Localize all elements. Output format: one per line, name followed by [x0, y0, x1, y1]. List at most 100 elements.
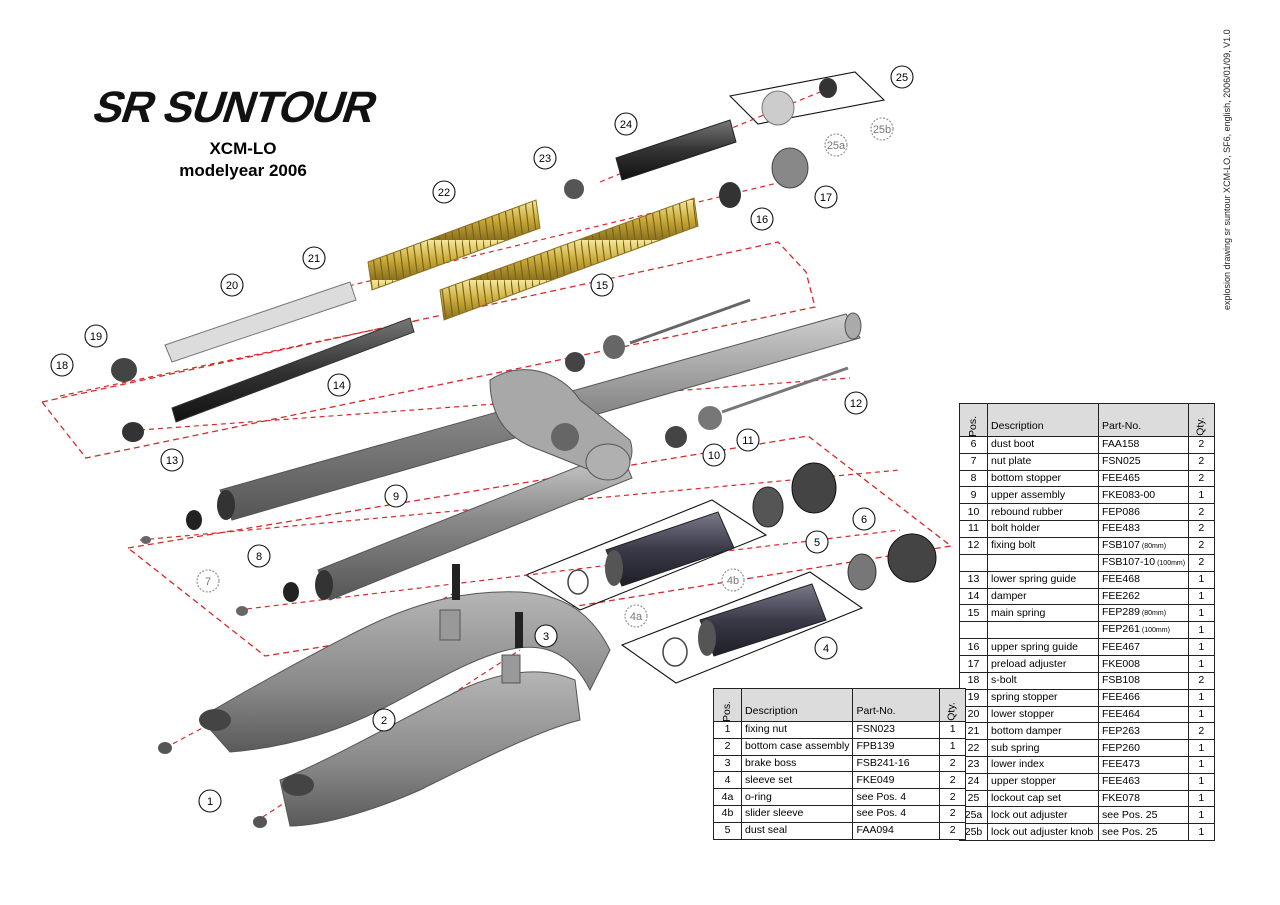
row-description: rebound rubber: [987, 503, 1100, 521]
callout-25b: 25b: [870, 117, 894, 141]
row-pos: 14: [958, 587, 989, 606]
row-qty: 1: [1188, 621, 1215, 640]
sleeves-and-seals: [567, 462, 937, 667]
row-pos: 7: [958, 452, 989, 471]
explode-boxes: [40, 241, 953, 657]
svg-text:12: 12: [850, 398, 862, 410]
svg-text:2: 2: [381, 715, 387, 727]
row-description: bolt holder: [987, 519, 1100, 538]
row-qty: 2: [1188, 519, 1215, 538]
row-description: [987, 621, 1100, 640]
group-box-4-upper: [524, 499, 768, 611]
row-description: dust seal: [741, 821, 854, 840]
callout-12: 12: [844, 391, 868, 415]
row-description: dust boot: [987, 436, 1100, 454]
callout-25a: 25a: [824, 133, 848, 157]
row-pos: 4a: [712, 788, 743, 806]
row-pos: 4b: [712, 804, 743, 823]
table-row: FSB107-10 (100mm)2: [958, 553, 1215, 572]
row-qty: 1: [1188, 655, 1215, 673]
row-description: sleeve set: [741, 771, 854, 790]
row-qty: 2: [939, 771, 966, 790]
row-qty: 1: [1188, 587, 1215, 606]
row-part-no: FEE483: [1098, 519, 1190, 538]
row-description: damper: [987, 587, 1100, 606]
header-description: Description: [987, 403, 1100, 437]
row-part-no: FEP289 (80mm): [1098, 604, 1190, 623]
svg-text:14: 14: [333, 380, 345, 392]
callout-25: 25: [890, 65, 914, 89]
callout-15: 15: [590, 273, 614, 297]
svg-text:8: 8: [256, 551, 262, 563]
callout-16: 16: [750, 207, 774, 231]
callout-2: 2: [372, 708, 396, 732]
svg-text:25b: 25b: [873, 124, 891, 136]
row-pos: 18: [958, 671, 989, 690]
row-qty: 2: [1188, 553, 1215, 572]
row-part-no: FEE262: [1098, 587, 1190, 606]
row-description: lock out adjuster knob: [987, 823, 1100, 841]
row-qty: 2: [1188, 469, 1215, 488]
callout-24: 24: [614, 112, 638, 136]
row-part-no: FSB107 (80mm): [1098, 536, 1190, 555]
model-name: XCM-LO: [209, 139, 277, 158]
callout-21: 21: [302, 246, 326, 270]
row-qty: 1: [1188, 570, 1215, 589]
svg-text:SR SUNTOUR: SR SUNTOUR: [87, 82, 384, 132]
main-spring: [439, 197, 699, 321]
callout-13: 13: [160, 448, 184, 472]
header-part-no: Part-No.: [852, 688, 941, 722]
row-part-no: FSB241-16: [852, 754, 941, 773]
row-description: upper spring guide: [987, 638, 1100, 657]
row-part-no: FEE465: [1098, 469, 1190, 488]
svg-text:4: 4: [823, 643, 829, 655]
row-part-no: FSB107-10 (100mm): [1098, 553, 1190, 572]
side-note: explosion drawing sr suntour XCM-LO, SF6…: [1222, 29, 1232, 310]
row-qty: 2: [1188, 536, 1215, 555]
callout-17: 17: [814, 185, 838, 209]
row-part-no: FEP260: [1098, 739, 1190, 757]
svg-text:15: 15: [596, 280, 608, 292]
svg-text:25: 25: [896, 72, 908, 84]
row-qty: 2: [939, 804, 966, 823]
row-qty: 1: [1188, 772, 1215, 791]
svg-text:18: 18: [56, 360, 68, 372]
callout-4a: 4a: [624, 604, 648, 628]
lower-stopper: [164, 281, 357, 363]
row-description: upper stopper: [987, 772, 1100, 791]
model-year: modelyear 2006: [179, 161, 307, 180]
row-description: lower stopper: [987, 705, 1100, 724]
row-part-no: FAA094: [852, 821, 941, 840]
upper-assembly: [217, 312, 862, 601]
svg-text:10: 10: [708, 450, 720, 462]
row-pos: 5: [712, 821, 743, 840]
row-part-no: see Pos. 25: [1098, 806, 1190, 825]
callout-7: 7: [196, 569, 220, 593]
row-qty: 2: [1188, 452, 1215, 471]
row-part-no: FEP263: [1098, 722, 1190, 741]
callout-8: 8: [247, 544, 271, 568]
row-pos: 3: [712, 754, 743, 773]
svg-text:6: 6: [861, 514, 867, 526]
table-row: FEP261 (100mm)1: [958, 621, 1215, 640]
row-pos: 1: [712, 721, 743, 739]
row-description: fixing nut: [741, 721, 854, 739]
callout-19: 19: [84, 324, 108, 348]
callout-5: 5: [805, 530, 829, 554]
